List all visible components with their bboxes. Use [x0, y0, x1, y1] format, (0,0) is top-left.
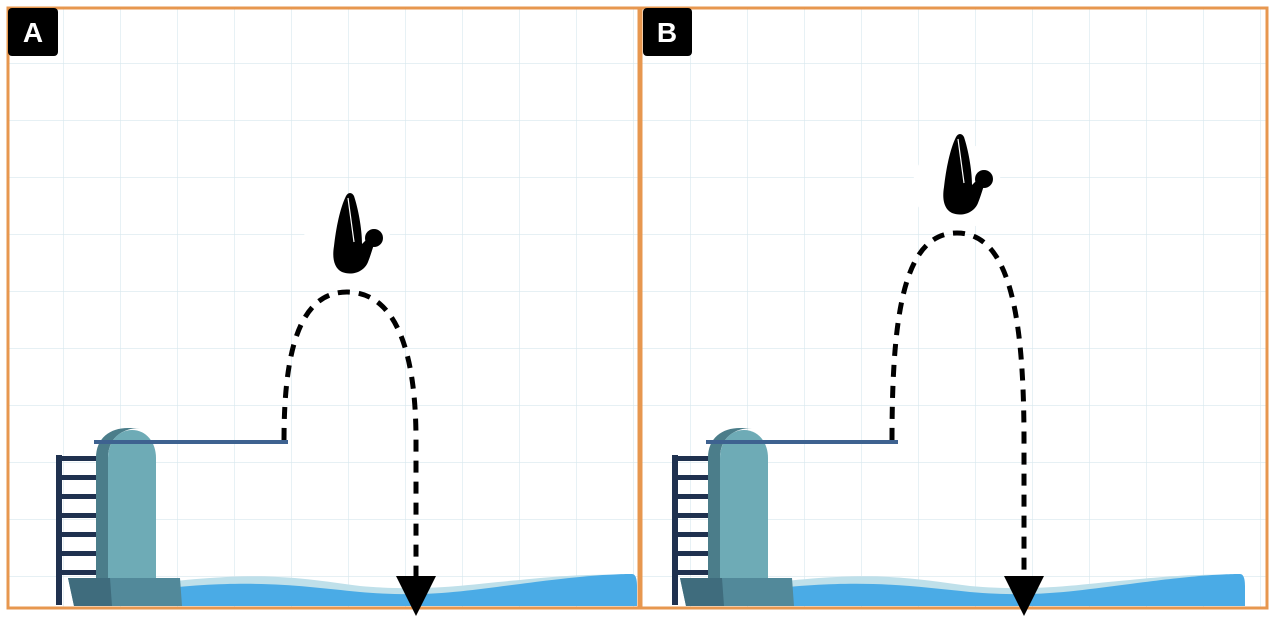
panel-label-box: [8, 8, 58, 56]
panel-b: B: [639, 6, 1269, 616]
panel-frame: [639, 6, 1269, 610]
dive-trajectory: [281, 289, 436, 616]
pool-water: [150, 574, 637, 606]
panel-a: A: [6, 6, 641, 616]
pool-water: [760, 574, 1245, 606]
diving-tower: [680, 428, 794, 606]
panel-label: B: [657, 17, 677, 48]
diver-silhouette-icon: [913, 133, 1001, 230]
ladder: [672, 455, 714, 605]
ladder: [56, 455, 98, 605]
diver-silhouette-icon: [303, 192, 391, 289]
panel-frame: [6, 6, 641, 610]
panel-label: A: [23, 17, 43, 48]
dive-trajectory: [889, 230, 1044, 616]
panel-label-box: [643, 8, 692, 56]
diving-board: [94, 440, 288, 444]
diving-board: [706, 440, 898, 444]
diving-tower: [68, 428, 182, 606]
